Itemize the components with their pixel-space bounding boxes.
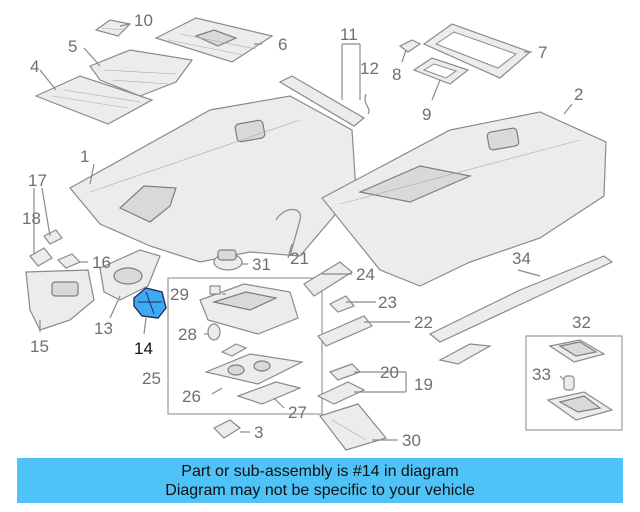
- part-32-console: [548, 339, 606, 363]
- part-23-clip: [328, 295, 355, 313]
- part-3-bracket: [212, 419, 242, 439]
- callout-12: 12: [360, 59, 379, 78]
- banner-line-1: Part or sub-assembly is #14 in diagram: [181, 462, 459, 480]
- callout-27: 27: [288, 403, 307, 422]
- callout-28: 28: [178, 325, 197, 344]
- part-4-panel: [34, 75, 154, 125]
- part-25-group-box: [167, 277, 323, 415]
- part-5-panel: [89, 49, 194, 97]
- callout-13: 13: [94, 319, 113, 338]
- callout-3: 3: [254, 423, 263, 442]
- parts-diagram: 10 6 5 4 11 12 8 9 7 2 1 17 18 16 15 13 …: [22, 11, 623, 451]
- part-32-lens: [546, 391, 614, 421]
- callout-16: 16: [92, 253, 111, 272]
- callout-2: 2: [574, 85, 583, 104]
- callout-6: 6: [278, 35, 287, 54]
- part-25-clip: [220, 343, 248, 357]
- part-1-headliner: [69, 95, 357, 263]
- part-26-lens: [204, 353, 304, 385]
- part-21-wire: [275, 208, 302, 257]
- part-22-bracket: [317, 315, 373, 347]
- part-30-lamp: [319, 403, 388, 451]
- callout-24: 24: [356, 265, 375, 284]
- part-25-console: [199, 283, 299, 335]
- callout-34: 34: [512, 249, 531, 268]
- callout-8: 8: [392, 65, 401, 84]
- callout-31: 31: [252, 255, 271, 274]
- part-13-housing: [99, 249, 161, 301]
- callout-14: 14: [134, 339, 153, 358]
- callout-32: 32: [572, 313, 591, 332]
- part-6-panel: [154, 17, 274, 63]
- callout-26: 26: [182, 387, 201, 406]
- part-15-sun-visor: [25, 269, 95, 331]
- callout-21: 21: [290, 249, 309, 268]
- callout-19: 19: [414, 375, 433, 394]
- callout-29: 29: [170, 285, 189, 304]
- callout-4: 4: [30, 57, 39, 76]
- callout-17: 17: [28, 171, 47, 190]
- callout-7: 7: [538, 43, 547, 62]
- info-banner: Part or sub-assembly is #14 in diagram D…: [17, 458, 623, 503]
- leader-lines: [33, 23, 573, 441]
- part-24-handle: [303, 261, 354, 297]
- part-14-highlighted: [133, 287, 167, 319]
- callout-25: 25: [142, 369, 161, 388]
- part-29-switch: [209, 285, 221, 295]
- callout-23: 23: [378, 293, 397, 312]
- banner-line-2: Diagram may not be specific to your vehi…: [165, 481, 475, 499]
- callout-22: 22: [414, 313, 433, 332]
- part-10-pad: [94, 19, 132, 37]
- part-31-lamp: [213, 249, 243, 271]
- callout-33: 33: [532, 365, 551, 384]
- part-32-group-box: [525, 335, 623, 431]
- callout-5: 5: [68, 37, 77, 56]
- callout-11: 11: [340, 25, 358, 44]
- callout-15: 15: [30, 337, 49, 356]
- part-2-headliner: [321, 111, 607, 287]
- part-9-frame: [412, 57, 470, 85]
- part-16-clip: [56, 253, 82, 269]
- part-19-lamp: [316, 381, 366, 405]
- part-28-bulb: [207, 323, 221, 341]
- callout-20: 20: [380, 363, 399, 382]
- part-8-clip: [398, 39, 422, 53]
- part-18-clips: [29, 229, 63, 267]
- callout-30: 30: [402, 431, 421, 450]
- callout-10: 10: [134, 11, 153, 30]
- callout-9: 9: [422, 105, 431, 124]
- part-34-rail: [428, 255, 614, 365]
- callout-1: 1: [80, 147, 89, 166]
- part-33-bulb: [563, 375, 575, 391]
- part-27-lens: [236, 381, 302, 405]
- part-11-rail: [278, 75, 370, 127]
- callout-18: 18: [22, 209, 41, 228]
